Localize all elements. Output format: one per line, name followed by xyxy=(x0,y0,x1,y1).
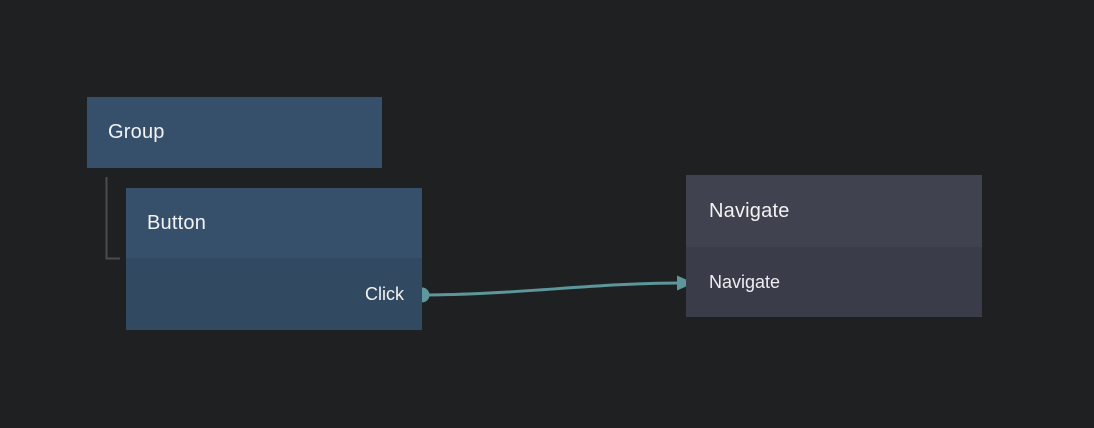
node-navigate-body: Navigate xyxy=(686,247,982,317)
click-output-port-label: Click xyxy=(365,283,404,304)
node-group-header[interactable]: Group xyxy=(87,97,382,168)
node-button-title: Button xyxy=(147,211,207,234)
click-output-port-row[interactable]: Click xyxy=(126,258,422,330)
node-button[interactable]: Button Click xyxy=(126,188,422,330)
node-group[interactable]: Group xyxy=(87,97,382,168)
navigate-input-label: Navigate xyxy=(709,271,781,292)
node-navigate-header[interactable]: Navigate xyxy=(686,175,982,247)
node-button-header[interactable]: Button xyxy=(126,188,422,258)
node-group-title: Group xyxy=(108,121,165,143)
navigate-input-row[interactable]: Navigate xyxy=(686,247,982,317)
node-navigate[interactable]: Navigate Navigate xyxy=(686,175,982,317)
node-navigate-title: Navigate xyxy=(709,199,790,222)
edge-click-to-navigate[interactable] xyxy=(420,281,681,297)
hierarchy-elbow-line xyxy=(105,177,120,260)
node-button-body: Click xyxy=(126,258,422,330)
edge-arrowhead-icon xyxy=(677,275,694,291)
